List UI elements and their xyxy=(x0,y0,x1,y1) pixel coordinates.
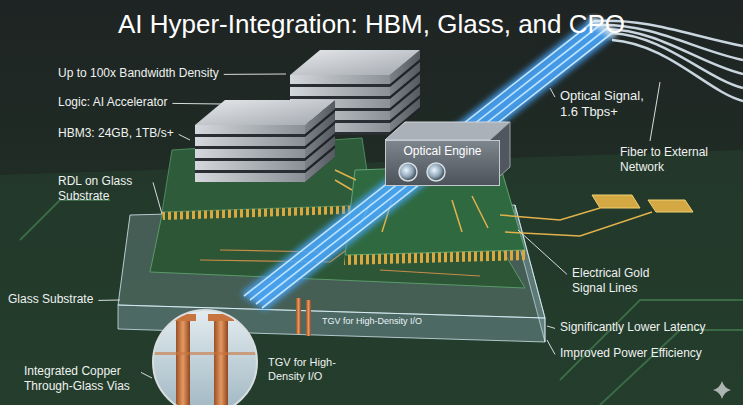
optical-beam xyxy=(244,21,612,308)
leader-line xyxy=(153,182,162,214)
leader-line xyxy=(518,230,567,274)
leader-line xyxy=(172,103,222,105)
hbm-layer xyxy=(195,161,305,170)
part-label: Improved Power Efficiency xyxy=(560,346,702,361)
part-label: Up to 100x Bandwidth Density xyxy=(58,66,219,81)
lens xyxy=(427,163,445,181)
lens-group xyxy=(386,159,491,185)
beam-glow xyxy=(244,21,612,308)
part-label: Integrated Copper Through-Glass Vias xyxy=(24,364,136,394)
gold-signal-line xyxy=(335,170,356,190)
inset-ring xyxy=(153,310,257,405)
title: AI Hyper-Integration: HBM, Glass, and CP… xyxy=(0,9,743,40)
pin-row xyxy=(344,250,527,265)
pcb-board xyxy=(0,150,743,405)
tgv-inset xyxy=(153,310,257,405)
leader-line xyxy=(547,340,555,354)
tgv-pillar xyxy=(296,298,301,334)
leader-line xyxy=(550,88,555,97)
part-label: Optical Signal, 1.6 Tbps+ xyxy=(560,88,660,121)
gold-pad xyxy=(648,200,693,212)
hbm-layer xyxy=(195,149,305,158)
part-label: TGV for High-Density I/O xyxy=(268,356,363,384)
part-label: Significantly Lower Latency xyxy=(560,320,705,335)
lens xyxy=(399,163,417,181)
hbm-layer xyxy=(290,87,390,96)
hbm-top xyxy=(290,50,420,75)
node-label: Optical Engine xyxy=(386,141,499,159)
gold-signal-line xyxy=(360,196,652,236)
hbm-layer xyxy=(305,148,335,182)
part-label: Electrical Gold Signal Lines xyxy=(572,266,677,296)
logic-substrate xyxy=(162,138,372,212)
hbm-layer xyxy=(290,75,390,84)
part-label: TGV for High-Density I/O xyxy=(322,316,422,327)
part-label: RDL on Glass Substrate xyxy=(58,174,148,204)
leader-line xyxy=(141,372,152,378)
hbm-stack xyxy=(195,125,305,182)
hbm-layer xyxy=(195,137,305,146)
part-label: Fiber to External Network xyxy=(620,145,720,175)
optical-engine-top xyxy=(385,122,510,140)
part-label: HBM3: 24GB, 1TB/s+ xyxy=(58,126,174,141)
leader-line xyxy=(650,82,660,141)
gold-pad xyxy=(592,195,640,208)
hbm-layer xyxy=(195,173,305,182)
part-label: Glass Substrate xyxy=(8,292,93,307)
leader-line xyxy=(179,134,190,140)
hbm-layer xyxy=(195,125,305,134)
leader-line xyxy=(547,326,555,328)
part-label: Logic: AI Accelerator xyxy=(58,95,167,110)
tgv-pillar xyxy=(306,300,311,336)
sparkle-mark xyxy=(713,381,731,399)
optical-engine-box: Optical Engine xyxy=(385,140,500,186)
leader-line xyxy=(224,74,286,75)
leader-line xyxy=(98,300,120,301)
